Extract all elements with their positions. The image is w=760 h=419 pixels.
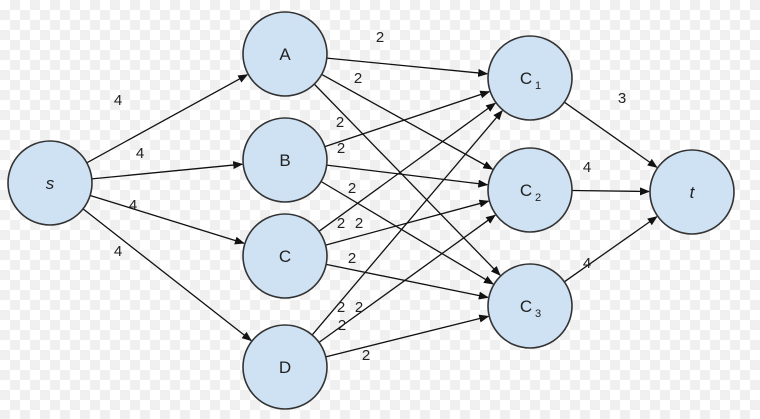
edge-c-c3 bbox=[326, 263, 489, 300]
node-circle bbox=[242, 213, 328, 299]
edge-capacity-label: 2 bbox=[355, 215, 363, 232]
edge-d-c2 bbox=[318, 214, 496, 343]
node-d: D bbox=[242, 324, 328, 410]
edge-capacity-label: 2 bbox=[348, 180, 356, 197]
edge-capacity-label: 4 bbox=[583, 255, 591, 272]
node-circle bbox=[487, 147, 573, 233]
edge-s-d bbox=[82, 208, 252, 342]
edge-c-c1 bbox=[318, 102, 497, 232]
edge-capacity-label: 2 bbox=[348, 250, 356, 267]
edge-c1-t bbox=[563, 101, 658, 168]
edge-s-c bbox=[89, 194, 245, 245]
node-label: C bbox=[520, 69, 532, 88]
edge-capacity-label: 4 bbox=[114, 243, 122, 260]
edge-capacity-label: 2 bbox=[362, 347, 370, 364]
edge-capacity-label: 2 bbox=[355, 299, 363, 316]
node-label: C bbox=[520, 181, 532, 200]
edge-a-c3 bbox=[313, 83, 501, 276]
edge-a-c2 bbox=[321, 73, 494, 170]
edge-s-b bbox=[91, 161, 244, 180]
edge-capacity-label: 2 bbox=[338, 317, 346, 334]
node-subscript: 1 bbox=[535, 80, 541, 92]
edges-layer bbox=[82, 57, 658, 358]
edge-capacity-label: 4 bbox=[136, 145, 144, 162]
edge-capacity-label: 2 bbox=[337, 140, 345, 157]
edge-c3-t bbox=[563, 216, 658, 283]
node-label: C bbox=[279, 247, 291, 266]
edge-s-a bbox=[86, 74, 249, 164]
edge-b-c2 bbox=[326, 164, 489, 188]
edge-capacity-label: 4 bbox=[114, 92, 122, 109]
edge-capacity-label: 2 bbox=[376, 29, 384, 46]
edge-capacity-label: 4 bbox=[129, 197, 137, 214]
edge-a-c1 bbox=[326, 57, 489, 77]
node-t: t bbox=[649, 149, 735, 235]
edge-d-c3 bbox=[325, 314, 490, 358]
node-b: B bbox=[242, 117, 328, 203]
node-circle bbox=[242, 11, 328, 97]
edge-d-c1 bbox=[311, 110, 503, 336]
edge-capacity-label: 3 bbox=[618, 90, 626, 107]
node-circle bbox=[487, 263, 573, 349]
node-c: C bbox=[242, 213, 328, 299]
node-label: D bbox=[279, 358, 291, 377]
node-label: C bbox=[520, 297, 532, 316]
node-label: B bbox=[279, 151, 290, 170]
node-circle bbox=[649, 149, 735, 235]
node-subscript: 3 bbox=[535, 308, 541, 320]
node-circle bbox=[242, 117, 328, 203]
edge-b-c3 bbox=[320, 180, 494, 285]
edge-capacity-label: 2 bbox=[354, 70, 362, 87]
node-label: A bbox=[279, 45, 291, 64]
node-s: s bbox=[7, 140, 93, 226]
node-circle bbox=[7, 140, 93, 226]
node-subscript: 2 bbox=[535, 192, 541, 204]
node-circle bbox=[242, 324, 328, 410]
node-label: t bbox=[690, 183, 696, 202]
node-a: A bbox=[242, 11, 328, 97]
edge-capacity-label: 2 bbox=[336, 114, 344, 131]
edge-capacity-label: 2 bbox=[337, 299, 345, 316]
edge-capacity-label: 4 bbox=[583, 159, 591, 176]
node-circle bbox=[487, 35, 573, 121]
edge-capacity-label: 2 bbox=[337, 215, 345, 232]
edge-b-c1 bbox=[324, 90, 491, 148]
edge-c2-t bbox=[571, 187, 651, 196]
node-label: s bbox=[46, 174, 55, 193]
